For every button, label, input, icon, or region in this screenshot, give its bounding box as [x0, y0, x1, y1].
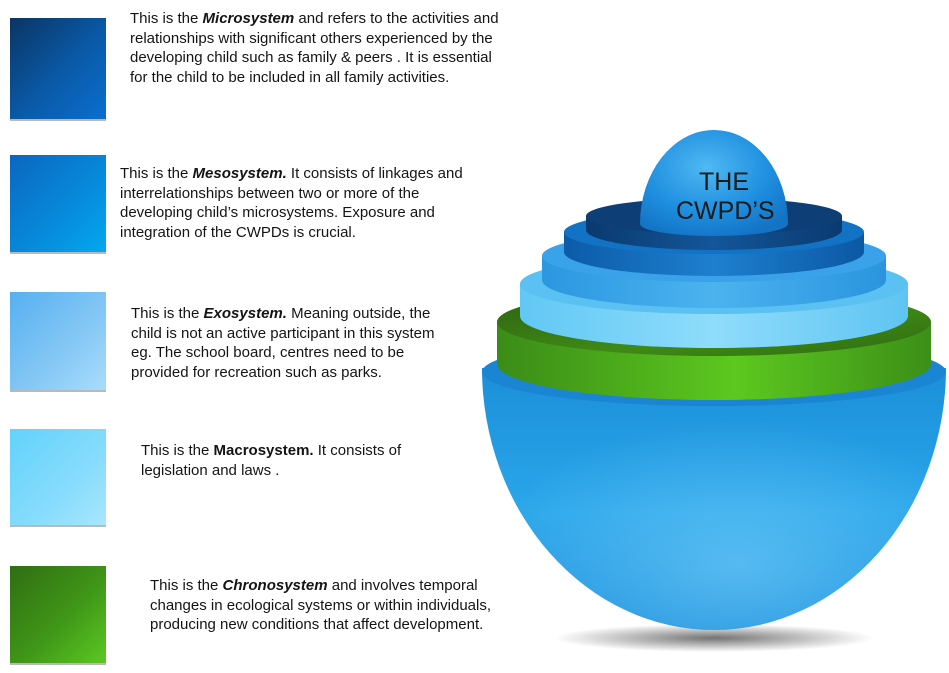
microsystem-color-square [10, 18, 106, 119]
microsystem-description: This is the Microsystem and refers to th… [130, 10, 499, 86]
ecological-systems-diagram: THE CWPD’S [480, 120, 949, 668]
chronosystem-description: This is the Chronosystem and involves te… [150, 577, 492, 633]
chronosystem-term: Chronosystem [222, 577, 328, 594]
mesosystem-term: Mesosystem. [192, 165, 287, 182]
mesosystem-description: This is the Mesosystem. It consists of l… [120, 165, 463, 241]
macrosystem-term: Macrosystem. [213, 442, 314, 459]
macrosystem-description: This is the Macrosystem. It consists of … [141, 442, 402, 479]
cwpd-dome-cap [640, 130, 788, 236]
chronosystem-color-square [10, 566, 106, 663]
exosystem-term: Exosystem. [203, 305, 287, 322]
mesosystem-color-square [10, 155, 106, 252]
microsystem-term: Microsystem [202, 10, 295, 27]
cwpd-label: THE CWPD’S [676, 168, 775, 226]
exosystem-description: This is the Exosystem. Meaning outside, … [131, 305, 435, 381]
bowl-highlight [482, 368, 946, 630]
exosystem-color-square [10, 292, 106, 390]
macrosystem-color-square [10, 429, 106, 525]
cwpd-label-line1: THE [699, 168, 749, 196]
bowl-shadow [554, 624, 874, 652]
cwpd-label-line2: CWPD’S [676, 197, 775, 225]
